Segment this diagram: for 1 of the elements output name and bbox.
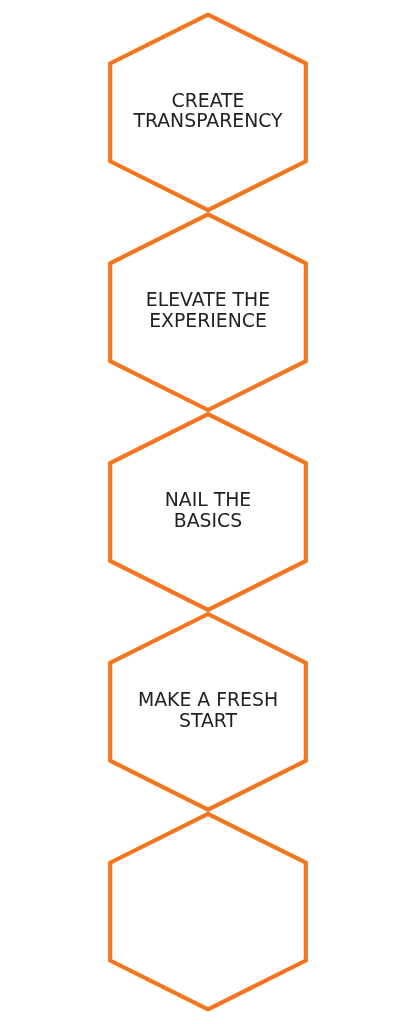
- node-hexagon: [108, 811, 308, 1012]
